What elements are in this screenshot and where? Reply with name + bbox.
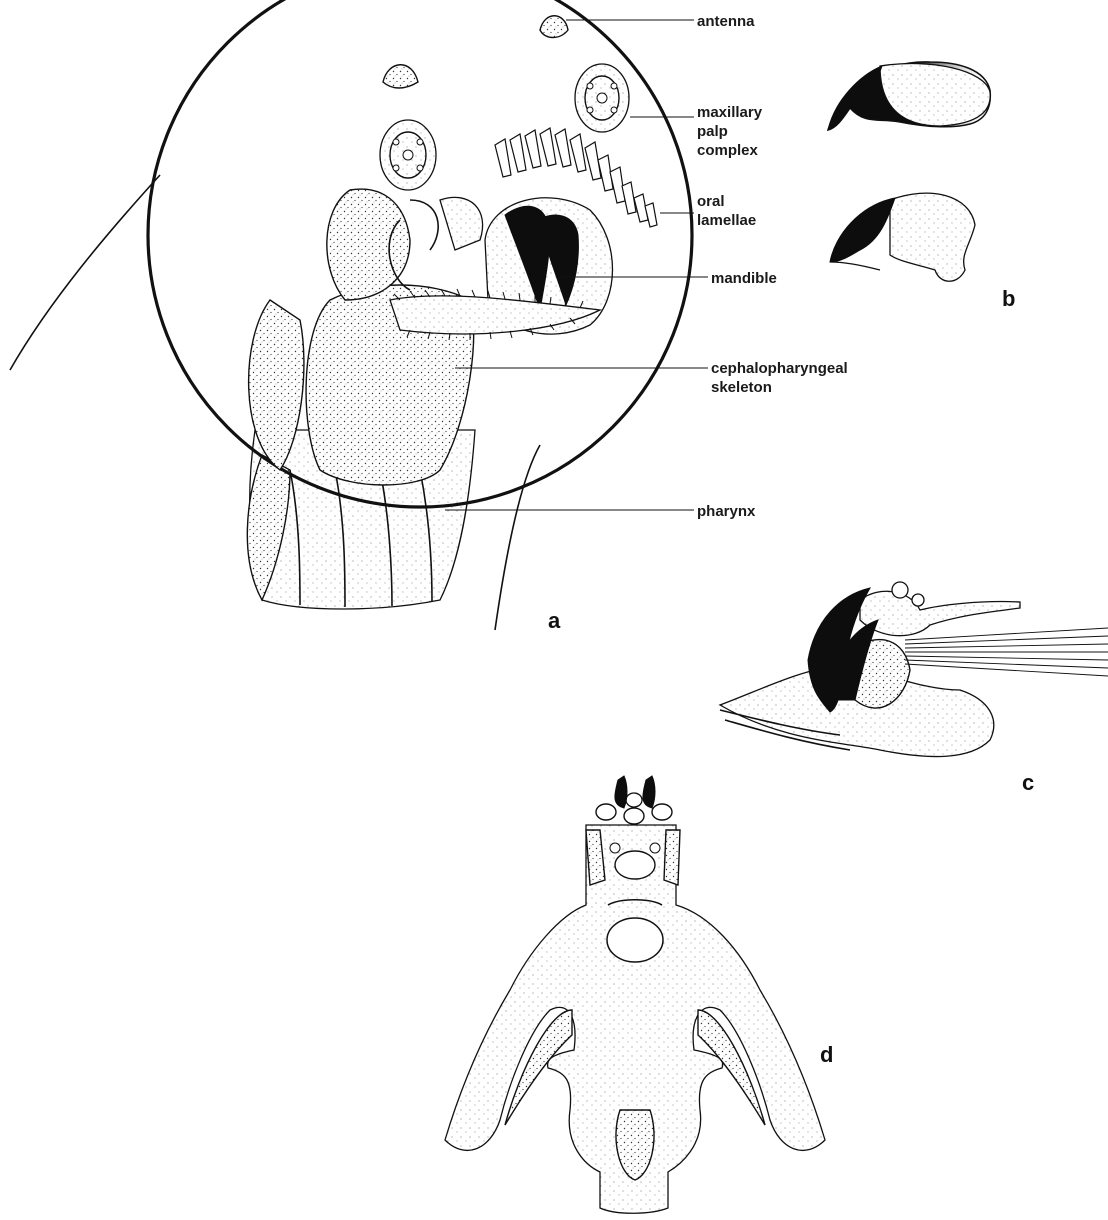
panel-letter-d: d [820,1042,833,1067]
mandible-b-bottom [890,193,975,281]
label-pharynx: pharynx [697,503,756,520]
d-foramen [607,918,663,962]
label-group: antenna maxillary palp complex oral lame… [697,13,848,520]
label-mandible: mandible [711,270,777,287]
d-hook-left [615,776,627,808]
label-palp: palp [697,123,728,140]
label-maxillary: maxillary [697,104,763,121]
panel-a-head [10,0,692,630]
panel-letter-c: c [1022,770,1034,795]
maxillary-palp-left [380,120,436,190]
d-hook-right [643,776,655,808]
body-outline-left [10,175,160,370]
panel-b-mandibles [828,62,990,281]
panel-d-skeleton-dorsal [445,776,825,1213]
label-complex: complex [697,142,759,159]
label-lamellae: lamellae [697,212,756,229]
mandible-b-bottom-hook [830,198,895,262]
panel-letter-b: b [1002,286,1015,311]
label-oral: oral [697,193,725,210]
label-skeleton: skeleton [711,379,772,396]
panel-c-lateral-view [720,582,1108,757]
panel-letter-a: a [548,608,561,633]
label-cephalopharyngeal: cephalopharyngeal [711,360,848,377]
label-antenna: antenna [697,13,755,30]
maxillary-palp-right [575,64,629,132]
c-muscle-fibers [905,628,1108,676]
